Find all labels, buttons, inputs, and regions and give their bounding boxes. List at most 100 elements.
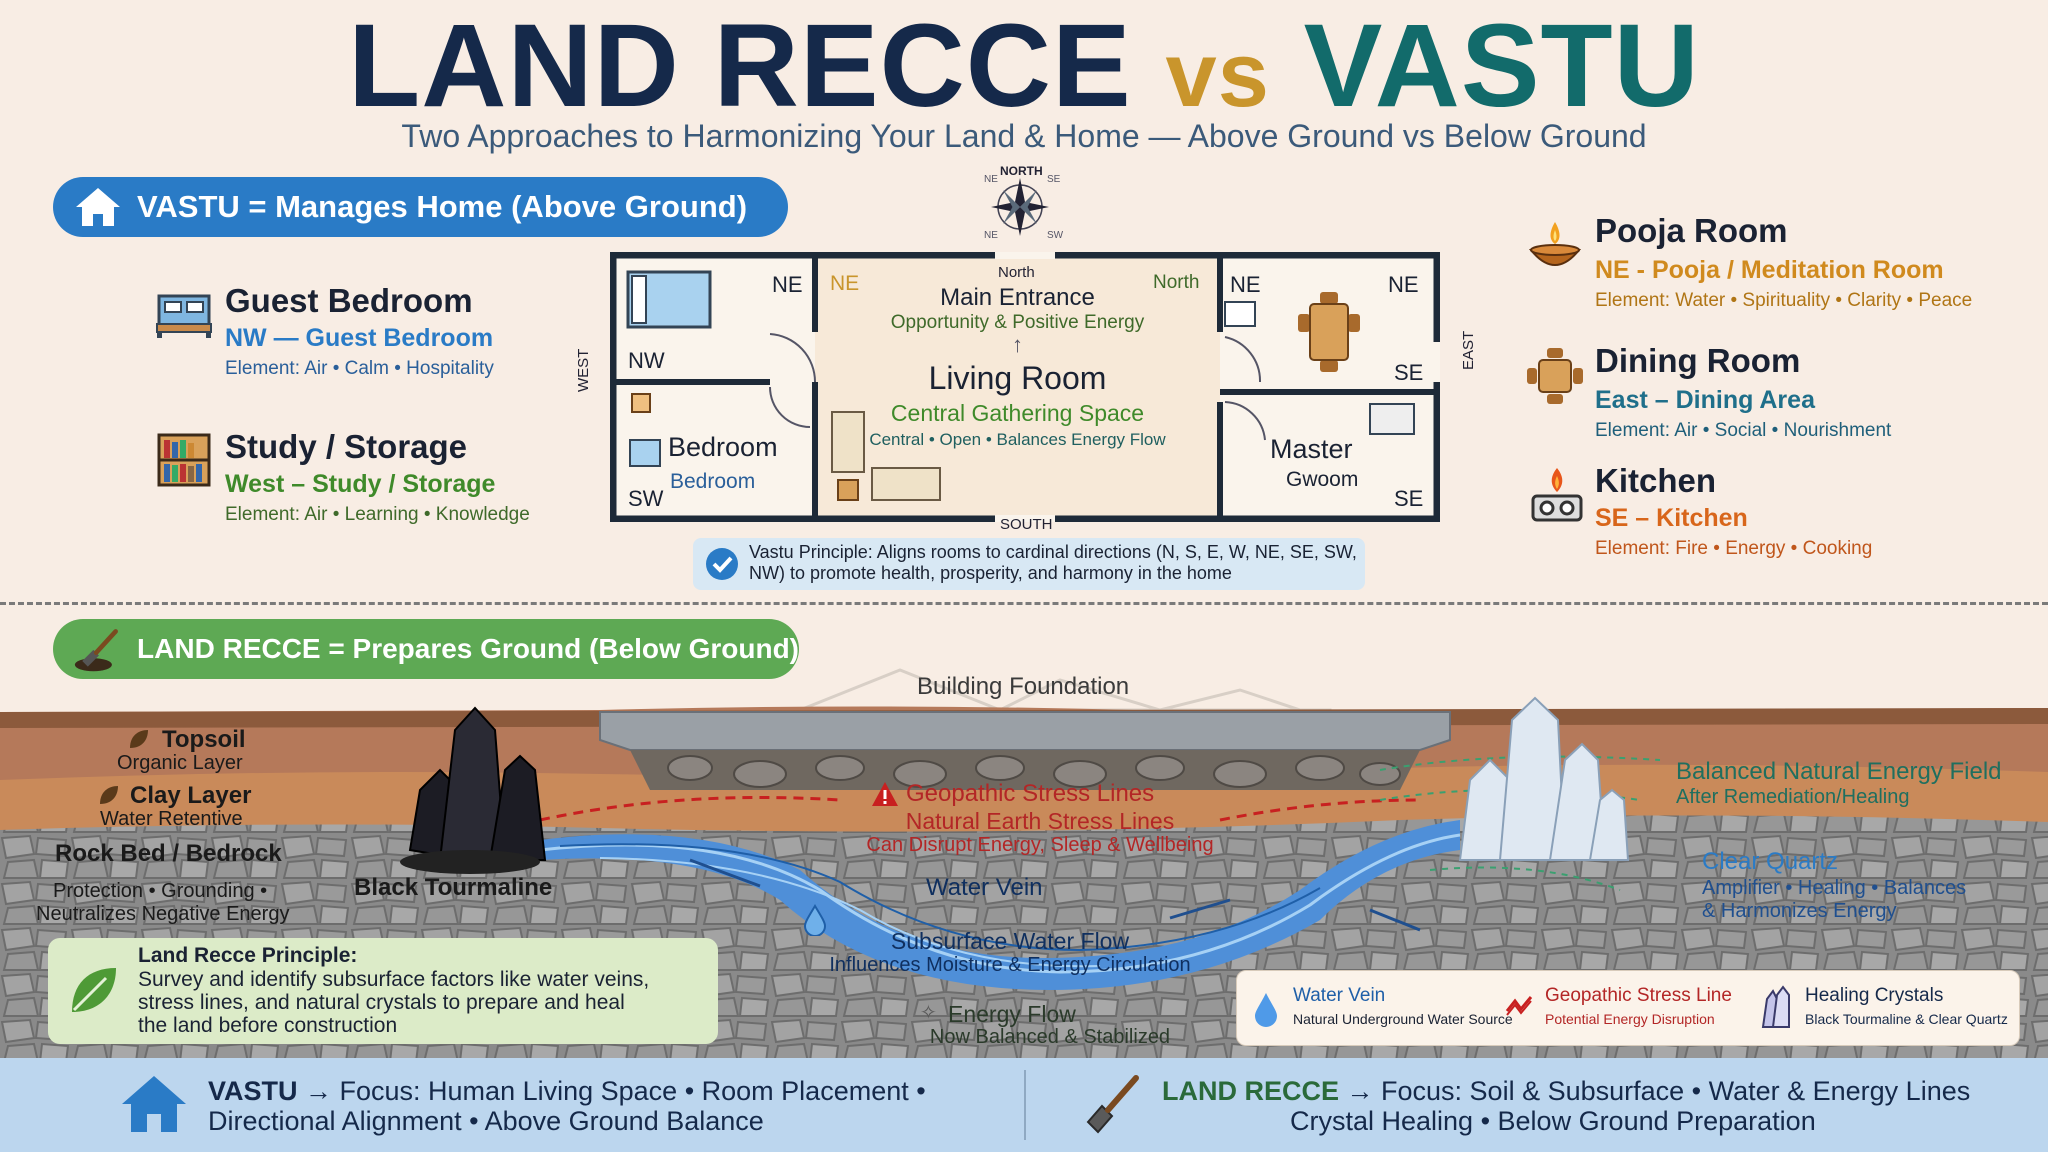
energy-flow-sub: Now Balanced & Stabilized (929, 1026, 1171, 1048)
vastu-principle-text: Vastu Principle: Aligns rooms to cardina… (749, 542, 1357, 583)
land-principle-box: Land Recce Principle: Survey and identif… (48, 938, 718, 1044)
main-entrance-sub: Opportunity & Positive Energy (890, 312, 1145, 333)
balanced-field-sub: After Remediation/Healing (1676, 786, 1910, 808)
west-label: WEST (575, 348, 592, 392)
kitchen-title: Kitchen (1595, 462, 1717, 499)
topsoil-title: Topsoil (162, 726, 246, 753)
living-room-desc: Central • Open • Balances Energy Flow (869, 430, 1166, 449)
land-principle-l3: the land before construction (138, 1014, 398, 1037)
energy-flow-title: Energy Flow (948, 1001, 1076, 1027)
north-entrance-label: North (998, 264, 1035, 281)
footer-land-focus: → Focus: Soil & Subsurface • Water & Ene… (1339, 1076, 1971, 1106)
main-entrance: Main Entrance (940, 284, 1095, 311)
home-icon-footer (122, 1076, 186, 1132)
center-ne: NE (830, 272, 860, 295)
sparkle-icon: ✧ (920, 1002, 937, 1024)
black-tourmaline-label: Black Tourmaline (354, 874, 553, 901)
master-sub: Gwoom (1286, 468, 1359, 491)
study-storage-element: Element: Air • Learning • Knowledge (225, 504, 530, 525)
legend-crystal-sub: Black Tourmaline & Clear Quartz (1805, 1011, 2008, 1027)
title-vastu: VASTU (1303, 0, 1700, 132)
footer-vastu-l1: VASTU → Focus: Human Living Space • Room… (208, 1076, 926, 1107)
dining-room-sub: East – Dining Area (1595, 386, 1815, 414)
master-title: Master (1270, 434, 1353, 464)
nw-room-nw: NW (628, 348, 665, 373)
legend-water-sub: Natural Underground Water Source (1293, 1011, 1513, 1027)
vastu-pill: VASTU = Manages Home (Above Ground) (53, 177, 788, 237)
stress-line-icon (1505, 996, 1533, 1016)
subsurface-sub: Influences Moisture & Energy Circulation (829, 954, 1191, 976)
footer-vastu-word: VASTU (208, 1076, 298, 1106)
legend-water-title: Water Vein (1293, 985, 1386, 1006)
nw-room-ne: NE (772, 272, 803, 297)
footer-land-l1: LAND RECCE → Focus: Soil & Subsurface • … (1162, 1076, 1970, 1107)
ne-room-se: SE (1394, 360, 1424, 385)
legend-stress-sub: Potential Energy Disruption (1545, 1011, 1715, 1027)
living-room-title: Living Room (928, 360, 1107, 396)
leaf-icon-2 (100, 786, 118, 804)
land-recce-pill-label: LAND RECCE = Prepares Ground (Below Grou… (137, 633, 799, 664)
bed-icon (156, 294, 212, 338)
compass-se: SE (1047, 174, 1061, 185)
compass-icon (991, 178, 1049, 236)
guest-bedroom-element: Element: Air • Calm • Hospitality (225, 358, 494, 379)
title-land-recce: LAND RECCE (348, 0, 1132, 132)
clear-quartz-title: Clear Quartz (1702, 848, 1839, 875)
crystal-icon (1761, 985, 1790, 1028)
ne-room-ne1: NE (1230, 272, 1261, 297)
master-se: SE (1394, 486, 1424, 511)
legend-box: Water Vein Natural Underground Water Sou… (1236, 970, 2020, 1046)
center-north: North (1153, 272, 1200, 293)
compass-ne-bottom: NE (984, 230, 998, 241)
legend-crystal-title: Healing Crystals (1805, 985, 1944, 1006)
compass-rose: NORTH NE SE NE SW (975, 160, 1065, 250)
south-label: SOUTH (1000, 516, 1053, 533)
subsurface-title: Subsurface Water Flow (890, 928, 1130, 954)
bedroom-sub: Bedroom (670, 470, 756, 493)
clay-layer-title: Clay Layer (130, 782, 252, 809)
land-principle-l1: Survey and identify subsurface factors l… (138, 968, 650, 991)
water-drop-icon-large (803, 904, 827, 936)
leaf-icon (130, 730, 148, 748)
guest-bedroom-title: Guest Bedroom (225, 282, 473, 319)
dining-room-title: Dining Room (1595, 342, 1801, 379)
clay-layer-sub: Water Retentive (100, 808, 243, 830)
study-storage-title: Study / Storage (225, 428, 468, 465)
footer-bar: VASTU → Focus: Human Living Space • Room… (0, 1058, 2048, 1152)
footer-vastu-focus: → Focus: Human Living Space • Room Place… (297, 1076, 926, 1106)
clear-quartz-desc-1: Amplifier • Healing • Balances (1702, 877, 1967, 899)
check-icon (706, 548, 738, 580)
floor-plan-walls (610, 252, 1440, 522)
tourmaline-desc-2: Neutralizes Negative Energy (36, 903, 290, 925)
dining-room-element: Element: Air • Social • Nourishment (1595, 420, 1892, 441)
clear-quartz-desc-2: & Harmonizes Energy (1702, 900, 1897, 922)
stress-line-1: Geopathic Stress Lines (906, 780, 1155, 807)
land-principle-title: Land Recce Principle: (138, 944, 358, 967)
east-label: EAST (1460, 330, 1477, 370)
kitchen-sub: SE – Kitchen (1595, 504, 1748, 532)
bedroom-title: Bedroom (668, 432, 778, 462)
black-tourmaline-crystal (400, 706, 547, 874)
arrow-up-icon: ↑ (1012, 332, 1023, 357)
warning-icon (872, 782, 898, 806)
stress-line-2: Natural Earth Stress Lines (905, 808, 1175, 834)
bedroom-sw: SW (628, 486, 664, 511)
vastu-pill-label: VASTU = Manages Home (Above Ground) (137, 189, 748, 224)
page-title: LAND RECCE vs VASTU (0, 6, 2048, 135)
compass-ne-left: NE (984, 174, 998, 185)
compass-north: NORTH (1000, 164, 1043, 178)
guest-bedroom-sub: NW — Guest Bedroom (225, 324, 494, 352)
stress-line-3: Can Disrupt Energy, Sleep & Wellbeing (866, 834, 1214, 856)
shovel-icon-footer (1086, 1075, 1139, 1134)
home-icon (76, 188, 120, 226)
floor-plan: NE NW Bedroom Bedroom SW NE North North … (610, 252, 1440, 522)
diya-lamp-icon (1528, 222, 1582, 266)
section-divider (0, 602, 2048, 605)
legend-stress-title: Geopathic Stress Line (1545, 985, 1732, 1006)
page-subtitle: Two Approaches to Harmonizing Your Land … (401, 118, 1647, 154)
living-room-sub: Central Gathering Space (890, 400, 1145, 426)
pooja-room-title: Pooja Room (1595, 212, 1788, 249)
footer-divider (1024, 1070, 1026, 1140)
land-principle-l2: stress lines, and natural crystals to pr… (138, 991, 625, 1014)
pooja-room-sub: NE - Pooja / Meditation Room (1595, 256, 1944, 284)
